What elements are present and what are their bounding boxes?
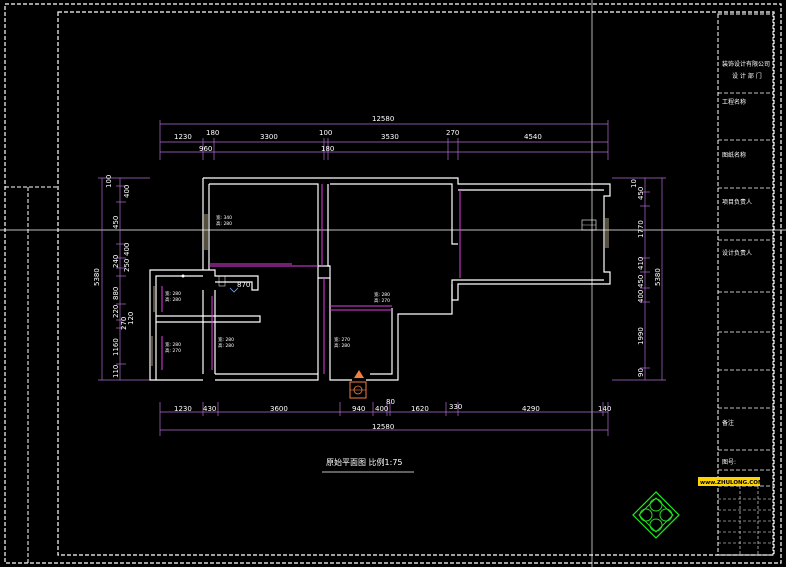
svg-text:1230: 1230 <box>174 133 192 141</box>
dim-inner: 870 <box>237 281 250 289</box>
svg-text:3600: 3600 <box>270 405 288 413</box>
watermark-text: www.ZHULONG.COM <box>700 480 763 486</box>
windows <box>151 214 609 366</box>
partition-lines <box>161 184 461 374</box>
svg-text:100: 100 <box>105 175 113 188</box>
dim-left-overall: 5380 <box>93 268 101 286</box>
svg-text:4290: 4290 <box>522 405 540 413</box>
svg-text:960: 960 <box>199 145 212 153</box>
svg-text:430: 430 <box>203 405 216 413</box>
dim-right-overall: 5380 <box>654 268 662 286</box>
svg-text:宽: 280: 宽: 280 <box>165 290 181 297</box>
dim-overall-top: 12580 <box>372 115 394 123</box>
svg-text:4540: 4540 <box>524 133 542 141</box>
svg-text:10: 10 <box>630 179 638 188</box>
svg-text:450: 450 <box>112 216 120 229</box>
green-logo-icon <box>632 491 680 539</box>
svg-text:880: 880 <box>112 287 120 300</box>
field-remark: 备注 <box>722 419 734 427</box>
field-project: 工程名称 <box>722 98 746 106</box>
svg-text:高: 280: 高: 280 <box>216 220 232 227</box>
svg-text:450: 450 <box>637 275 645 288</box>
svg-text:410: 410 <box>637 257 645 270</box>
field-project-lead: 项目负责人 <box>722 198 752 206</box>
svg-text:1770: 1770 <box>637 220 645 238</box>
svg-text:450: 450 <box>637 187 645 200</box>
svg-text:400: 400 <box>123 185 131 198</box>
svg-text:400: 400 <box>375 405 388 413</box>
svg-text:120: 120 <box>127 312 135 325</box>
company-name: 装饰设计有限公司 <box>722 60 770 68</box>
floor-plan-walls <box>149 177 611 381</box>
svg-text:240: 240 <box>112 255 120 268</box>
svg-text:940: 940 <box>352 405 365 413</box>
svg-text:宽: 340: 宽: 340 <box>216 214 232 221</box>
svg-text:高: 280: 高: 280 <box>165 296 181 303</box>
svg-text:110: 110 <box>112 365 120 378</box>
svg-text:180: 180 <box>321 145 334 153</box>
svg-text:1160: 1160 <box>112 338 120 356</box>
svg-text:270: 270 <box>120 317 128 330</box>
svg-text:180: 180 <box>206 129 219 137</box>
svg-text:3300: 3300 <box>260 133 278 141</box>
field-sheet-no: 图号: <box>722 459 736 466</box>
room-labels: 宽: 340 高: 280 宽: 280 高: 280 宽: 280 高: 27… <box>165 214 390 354</box>
svg-text:270: 270 <box>446 129 459 137</box>
drawing-title: 原始平面图 比例1:75 <box>326 457 403 467</box>
svg-text:宽: 270: 宽: 270 <box>334 336 350 343</box>
watermark-badge <box>698 477 760 486</box>
title-block: 装饰设计有限公司 设 计 部 门 工程名称 图纸名称 项目负责人 设计负责人 备… <box>717 13 774 556</box>
company-sub: 设 计 部 门 <box>732 72 762 80</box>
svg-text:高: 280: 高: 280 <box>334 342 350 349</box>
svg-text:高: 270: 高: 270 <box>374 297 390 304</box>
svg-text:250: 250 <box>123 259 131 272</box>
svg-text:1230: 1230 <box>174 405 192 413</box>
svg-text:3530: 3530 <box>381 133 399 141</box>
entrance-arrow-icon <box>349 370 367 399</box>
field-design-lead: 设计负责人 <box>722 249 752 257</box>
svg-text:1990: 1990 <box>637 327 645 345</box>
svg-text:90: 90 <box>637 368 645 377</box>
svg-text:高: 270: 高: 270 <box>165 347 181 354</box>
svg-text:宽: 280: 宽: 280 <box>165 341 181 348</box>
outer-border <box>4 3 782 564</box>
dimension-text: 12580 1230 180 3300 100 3530 270 4540 96… <box>93 115 662 431</box>
svg-text:高: 280: 高: 280 <box>218 342 234 349</box>
svg-text:400: 400 <box>123 243 131 256</box>
svg-text:80: 80 <box>386 398 395 406</box>
svg-text:100: 100 <box>319 129 332 137</box>
svg-text:400: 400 <box>637 290 645 303</box>
svg-text:宽: 280: 宽: 280 <box>374 291 390 298</box>
inner-border <box>57 11 775 556</box>
dim-overall-bottom: 12580 <box>372 423 394 431</box>
svg-text:1620: 1620 <box>411 405 429 413</box>
dimension-lines <box>98 120 666 436</box>
svg-text:宽: 280: 宽: 280 <box>218 336 234 343</box>
svg-text:220: 220 <box>112 305 120 318</box>
svg-text:140: 140 <box>598 405 611 413</box>
field-drawing: 图纸名称 <box>722 151 746 159</box>
fixtures <box>181 219 597 293</box>
svg-text:330: 330 <box>449 403 462 411</box>
